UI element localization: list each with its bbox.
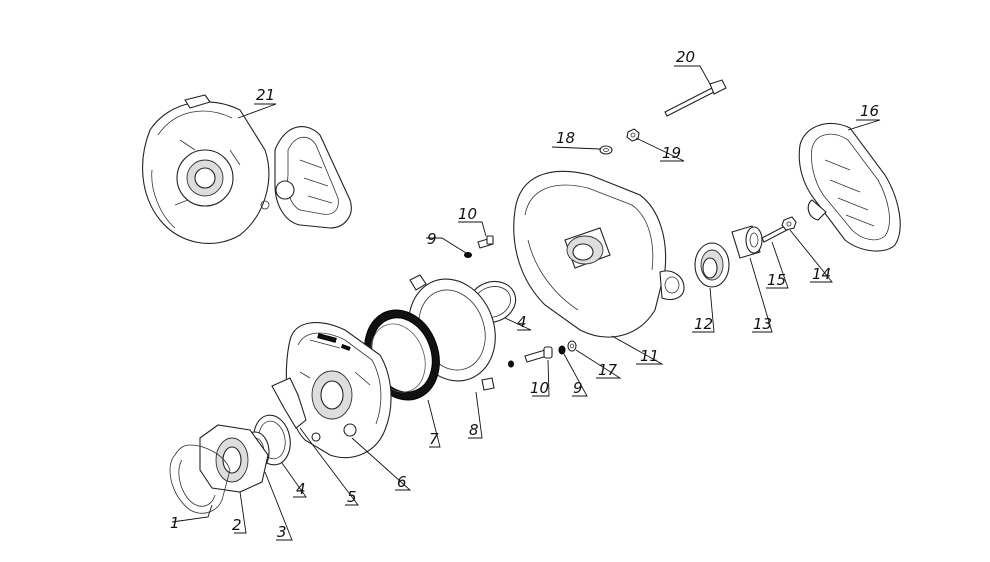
callout-9-upper: 9 [427, 230, 437, 248]
callout-11: 11 [640, 347, 659, 365]
part-14-nut [781, 216, 797, 231]
callout-4-lower: 4 [296, 480, 306, 498]
callout-1: 1 [170, 514, 180, 532]
part-10-screw-upper [477, 235, 494, 249]
callout-labels: 1 2 3 4 4 5 6 7 8 9 9 10 10 11 12 13 14 … [170, 48, 879, 541]
part-6-impeller-cover [285, 322, 392, 459]
part-19-nut [626, 128, 640, 142]
callout-14: 14 [812, 265, 831, 283]
callout-8: 8 [469, 421, 479, 439]
callout-10-upper: 10 [458, 205, 477, 223]
callout-6: 6 [397, 473, 407, 491]
callout-7: 7 [429, 430, 439, 448]
part-9-washer-lower [558, 345, 566, 355]
callout-18: 18 [556, 129, 575, 147]
part-9-washer-upper [464, 252, 472, 258]
part-17-washer [567, 340, 577, 352]
callout-19: 19 [662, 144, 681, 162]
callout-16: 16 [860, 102, 879, 120]
callout-5: 5 [347, 488, 357, 506]
assembled-pump-housing [142, 94, 352, 244]
part-1-gasket [169, 444, 231, 514]
part-15-rod [761, 225, 788, 243]
callout-21: 21 [256, 86, 275, 104]
part-18-washer [599, 145, 613, 155]
part-16-handle [798, 122, 901, 252]
callout-9-lower: 9 [573, 379, 583, 397]
callout-15: 15 [767, 271, 786, 289]
callout-12: 12 [694, 315, 713, 333]
part-12-seal [694, 242, 730, 288]
leader-lines [171, 65, 881, 541]
callout-3: 3 [277, 523, 287, 541]
callout-2: 2 [232, 516, 242, 534]
part-11-pump-body [513, 170, 685, 338]
part-10-screw-lower [524, 346, 553, 363]
callout-20: 20 [676, 48, 695, 66]
callout-4-upper: 4 [517, 313, 527, 331]
small-nut-lower [508, 360, 514, 368]
part-13-bushing [731, 225, 763, 259]
callout-10-lower: 10 [530, 379, 549, 397]
callout-17: 17 [598, 361, 618, 379]
part-20-long-bolt [664, 79, 727, 117]
part-5-clip [271, 377, 307, 429]
part-2-flange [199, 424, 269, 493]
callout-13: 13 [753, 315, 772, 333]
